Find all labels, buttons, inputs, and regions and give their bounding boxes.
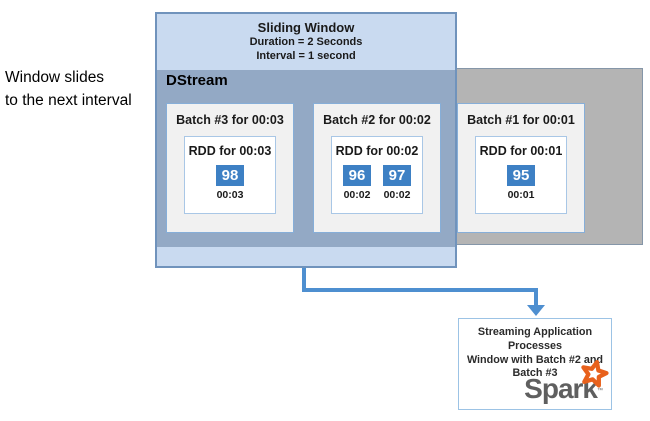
rdd-timestamp: 00:01 bbox=[507, 189, 535, 201]
rdd-timestamp: 00:02 bbox=[383, 189, 411, 201]
batch-2-rdd-title: RDD for 00:02 bbox=[335, 144, 419, 158]
batch-2-box: Batch #2 for 00:02 RDD for 00:02 96 00:0… bbox=[313, 103, 441, 233]
rdd-value: 97 bbox=[383, 165, 411, 186]
batch-2-title: Batch #2 for 00:02 bbox=[323, 113, 431, 127]
spark-logo: Spark™ bbox=[524, 359, 609, 408]
batch-3-rdd-box: RDD for 00:03 98 00:03 bbox=[184, 136, 276, 214]
rdd-value-cell: 98 00:03 bbox=[216, 165, 244, 201]
spark-tm-mark: ™ bbox=[597, 388, 603, 394]
connector-arrow-segment bbox=[534, 290, 538, 306]
output-line-1: Streaming Application bbox=[477, 326, 593, 338]
output-line-4: Batch #3 bbox=[512, 367, 558, 380]
output-line-3: Window with Batch #2 and bbox=[466, 353, 604, 366]
batch-3-box: Batch #3 for 00:03 RDD for 00:03 98 00:0… bbox=[166, 103, 294, 233]
rdd-value-cell: 95 00:01 bbox=[507, 165, 535, 201]
rdd-value: 95 bbox=[507, 165, 535, 186]
streaming-application-box: Streaming Application Processes Window w… bbox=[458, 318, 612, 410]
sliding-window-interval: Interval = 1 second bbox=[256, 50, 356, 62]
batch-1-title: Batch #1 for 00:01 bbox=[467, 113, 575, 127]
rdd-value: 98 bbox=[216, 165, 244, 186]
sliding-window-title: Sliding Window bbox=[257, 20, 355, 35]
window-slides-note: Window slides to the next interval bbox=[5, 66, 160, 112]
rdd-value: 96 bbox=[343, 165, 371, 186]
batch-1-box: Batch #1 for 00:01 RDD for 00:01 95 00:0… bbox=[457, 103, 585, 233]
rdd-value-cell: 97 00:02 bbox=[383, 165, 411, 201]
connector-arrow-segment bbox=[302, 267, 306, 290]
batch-3-title: Batch #3 for 00:03 bbox=[176, 113, 284, 127]
spark-star-icon bbox=[581, 359, 609, 388]
batch-3-rdd-title: RDD for 00:03 bbox=[188, 144, 272, 158]
output-line-2: Processes bbox=[507, 339, 563, 352]
note-line-2: to the next interval bbox=[5, 92, 132, 109]
rdd-value-cell: 96 00:02 bbox=[343, 165, 371, 201]
batch-1-rdd-box: RDD for 00:01 95 00:01 bbox=[475, 136, 567, 214]
arrow-head-icon bbox=[527, 305, 545, 316]
sliding-window-duration: Duration = 2 Seconds bbox=[249, 36, 363, 48]
note-line-1: Window slides bbox=[5, 69, 105, 86]
connector-arrow-segment bbox=[302, 288, 538, 292]
rdd-timestamp: 00:03 bbox=[216, 189, 244, 201]
dstream-label: DStream bbox=[166, 72, 228, 89]
batch-1-rdd-title: RDD for 00:01 bbox=[479, 144, 563, 158]
rdd-timestamp: 00:02 bbox=[343, 189, 371, 201]
batch-2-rdd-box: RDD for 00:02 96 00:02 97 00:02 bbox=[331, 136, 423, 214]
